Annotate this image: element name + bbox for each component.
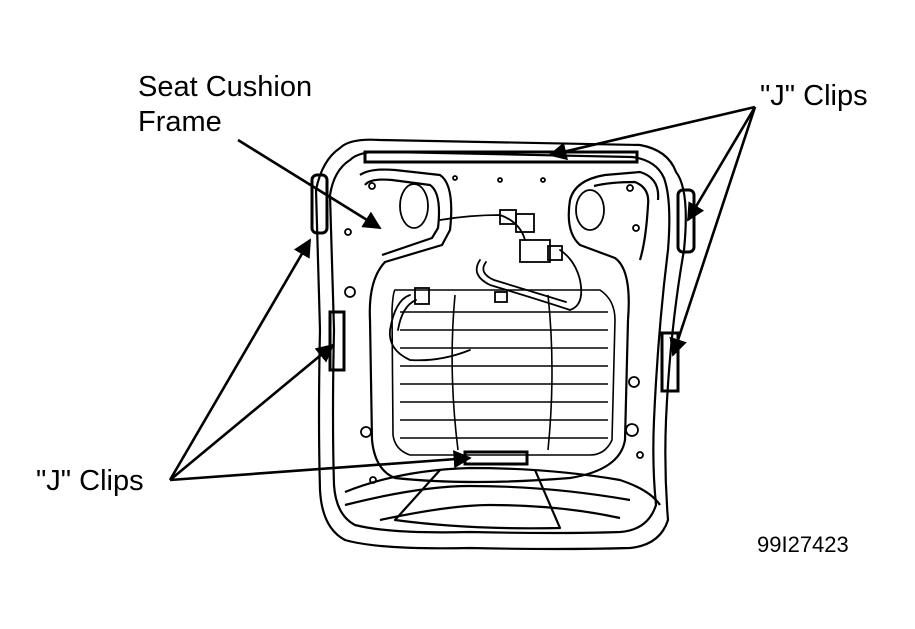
j-clips-label-right: "J" Clips (760, 80, 868, 112)
j-clip-left-upper (310, 173, 329, 235)
j-clip-left-leader-bottom (169, 450, 472, 482)
frame-leader (237, 138, 382, 230)
suspension-grid (391, 289, 616, 456)
mount-holes (344, 175, 644, 484)
j-clip-left-leader-lower (169, 343, 335, 482)
seat-cushion-frame-label-line2: Frame (138, 106, 222, 138)
seat-cushion-outline (314, 138, 687, 551)
wiring-harness (388, 209, 583, 362)
j-clip-left-leader-upper (168, 238, 312, 481)
j-clip-left-lower (328, 310, 346, 372)
j-clip-right-leader-top (548, 105, 756, 161)
j-clip-top (363, 150, 639, 164)
j-clip-right-leader-upper (686, 106, 757, 222)
figure-id: 99I27423 (757, 532, 849, 557)
j-clip-right-lower (660, 331, 680, 393)
seat-cushion-frame-label-line1: Seat Cushion (138, 71, 313, 103)
j-clips-label-left: "J" Clips (36, 465, 144, 497)
j-clip-right-leader-lower (669, 106, 757, 357)
leader-arrows (168, 105, 757, 482)
j-clip-bottom (463, 450, 529, 466)
